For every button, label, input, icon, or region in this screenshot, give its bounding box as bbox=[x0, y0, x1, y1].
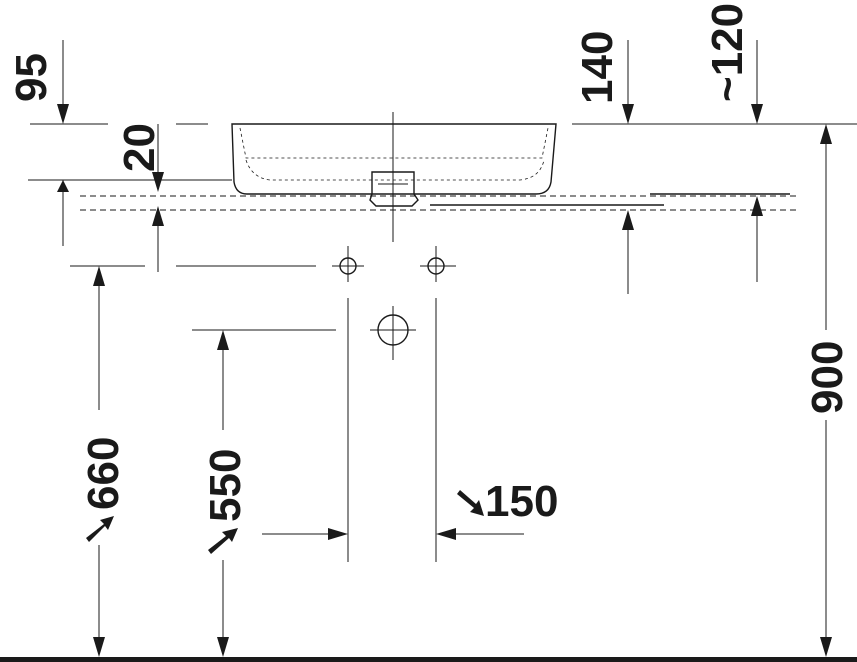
dim-900-arrow-top bbox=[820, 124, 832, 144]
dim-20-arrow-left bbox=[57, 180, 69, 192]
basin-inner-contour bbox=[239, 127, 549, 159]
basin-outline bbox=[231, 123, 557, 195]
dim-550-label: 550 bbox=[201, 449, 250, 522]
drain-fitting bbox=[369, 171, 419, 207]
dim-120-label: ~120 bbox=[703, 3, 752, 102]
dim-660-arrow-top bbox=[93, 266, 105, 286]
dim-660-arrow-bottom bbox=[93, 637, 105, 657]
floor-line bbox=[0, 657, 857, 662]
dim-95-arrow bbox=[57, 104, 69, 124]
dim-140-arrow-bottom bbox=[622, 210, 634, 230]
dim-550-arrow-bottom bbox=[217, 637, 229, 657]
dim-660-angle-icon bbox=[86, 516, 114, 542]
dim-150-angle-icon bbox=[457, 490, 484, 516]
dim-140-arrow-top bbox=[622, 104, 634, 124]
dim-20-arrow-bottom bbox=[152, 206, 164, 226]
dim-20-label: 20 bbox=[115, 123, 164, 172]
dim-140-label: 140 bbox=[573, 31, 622, 104]
dim-150-label: 150 bbox=[485, 477, 558, 526]
dim-660-label: 660 bbox=[79, 437, 128, 510]
dim-150-arrow-left bbox=[328, 528, 348, 540]
basin-bowl-contour bbox=[245, 159, 545, 181]
dim-120-arrow-bottom bbox=[751, 196, 763, 216]
dim-20-arrow-top bbox=[152, 172, 164, 192]
dim-120-arrow-top bbox=[751, 104, 763, 124]
dim-150-arrow-right bbox=[436, 528, 456, 540]
dim-550-angle-icon bbox=[208, 528, 238, 554]
dim-550-arrow-top bbox=[217, 330, 229, 350]
dim-95-label: 95 bbox=[7, 53, 56, 102]
dim-900-label: 900 bbox=[803, 341, 852, 414]
dim-900-arrow-bottom bbox=[820, 637, 832, 657]
